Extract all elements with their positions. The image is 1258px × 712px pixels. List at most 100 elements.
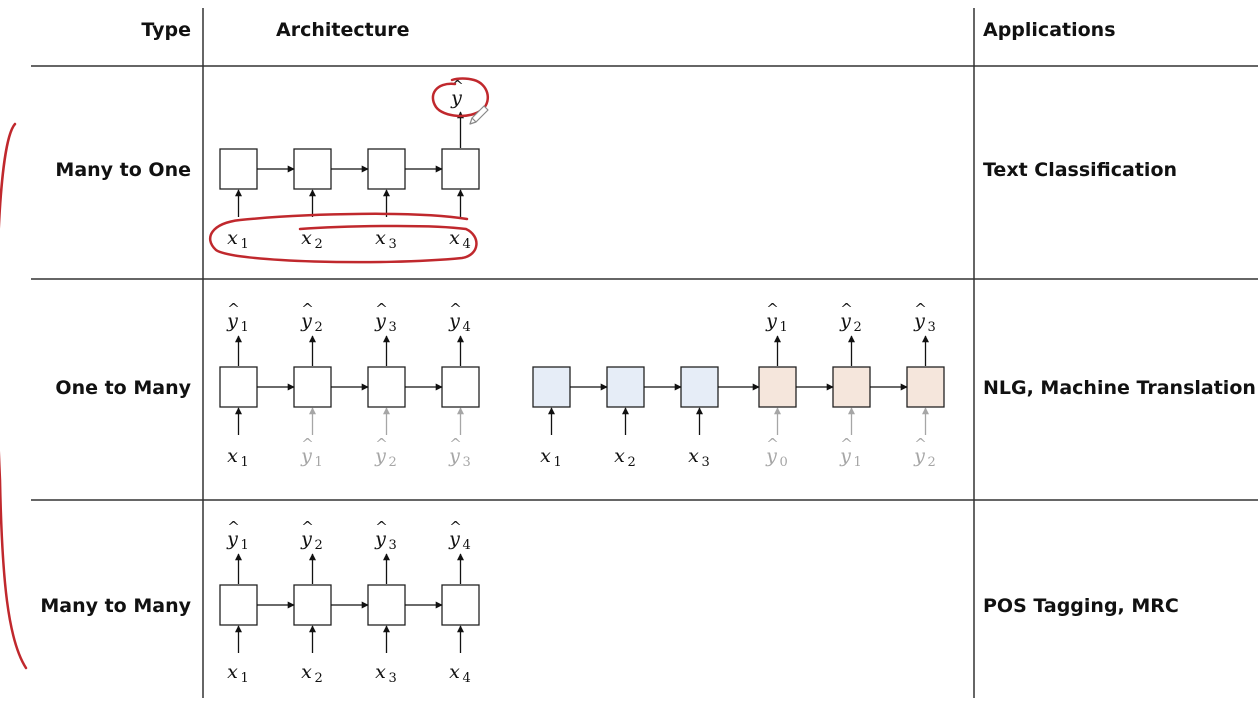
rnn-cell bbox=[293, 366, 332, 408]
output-label-subscript: 2 bbox=[854, 320, 862, 335]
rnn-cell bbox=[367, 148, 406, 190]
input-label: x bbox=[614, 445, 625, 467]
input-label-subscript: 1 bbox=[241, 671, 249, 686]
rnn-cell bbox=[532, 366, 571, 408]
row-type-one-to-many: One to Many bbox=[55, 377, 191, 399]
output-label: y bbox=[300, 528, 312, 550]
input-label-hat: ^ bbox=[301, 435, 314, 453]
rnn-cell bbox=[367, 584, 406, 626]
output-label-hat: ^ bbox=[301, 300, 314, 318]
input-label-subscript: 3 bbox=[389, 237, 397, 252]
output-label-subscript: 3 bbox=[389, 320, 397, 335]
output-label: y bbox=[300, 310, 312, 332]
input-label: x bbox=[688, 445, 699, 467]
rnn-cell bbox=[441, 148, 480, 190]
input-label-subscript: 1 bbox=[554, 455, 562, 470]
output-label-subscript: 4 bbox=[463, 538, 471, 553]
header-applications: Applications bbox=[983, 19, 1116, 41]
input-label-hat: ^ bbox=[914, 435, 927, 453]
input-label: x bbox=[375, 227, 386, 249]
input-label: y bbox=[839, 445, 851, 467]
rnn-cell bbox=[680, 366, 719, 408]
input-label: x bbox=[375, 661, 386, 683]
rnn-cell bbox=[293, 148, 332, 190]
output-label-hat: ^ bbox=[914, 300, 927, 318]
rnn-cell bbox=[758, 366, 797, 408]
rnn-cell bbox=[832, 366, 871, 408]
input-label-subscript: 4 bbox=[463, 237, 471, 252]
row-type-many-to-one: Many to One bbox=[55, 159, 191, 181]
annotation-bracket-left bbox=[0, 122, 28, 670]
rnn-cell bbox=[219, 584, 258, 626]
output-label: y bbox=[374, 310, 386, 332]
input-label-subscript: 1 bbox=[241, 455, 249, 470]
output-label: y bbox=[839, 310, 851, 332]
output-label-hat: ^ bbox=[227, 300, 240, 318]
output-label-hat: ^ bbox=[375, 518, 388, 536]
input-label-subscript: 0 bbox=[780, 455, 788, 470]
rnn-cell bbox=[606, 366, 645, 408]
input-label-subscript: 3 bbox=[389, 671, 397, 686]
row-app-one-to-many: NLG, Machine Translation bbox=[983, 377, 1256, 399]
input-label: x bbox=[301, 661, 312, 683]
table-grid bbox=[31, 8, 1258, 698]
output-label: y bbox=[226, 528, 238, 550]
pen-cursor-icon bbox=[469, 105, 489, 125]
annotation-circle-inputs bbox=[209, 212, 478, 264]
output-label-hat: ^ bbox=[301, 518, 314, 536]
output-label-subscript: 2 bbox=[315, 320, 323, 335]
input-label-subscript: 3 bbox=[702, 455, 710, 470]
input-label: x bbox=[227, 445, 238, 467]
input-label-subscript: 2 bbox=[928, 455, 936, 470]
input-label: x bbox=[227, 227, 238, 249]
input-label: y bbox=[448, 445, 460, 467]
input-label: x bbox=[227, 661, 238, 683]
output-label-hat: ^ bbox=[375, 300, 388, 318]
input-label-subscript: 4 bbox=[463, 671, 471, 686]
input-label-subscript: 2 bbox=[315, 237, 323, 252]
input-label-subscript: 1 bbox=[854, 455, 862, 470]
input-label-hat: ^ bbox=[449, 435, 462, 453]
rnn-cell bbox=[906, 366, 945, 408]
input-label: y bbox=[300, 445, 312, 467]
output-label-hat: ^ bbox=[227, 518, 240, 536]
input-label: y bbox=[765, 445, 777, 467]
output-label-subscript: 3 bbox=[389, 538, 397, 553]
row-app-many-to-one: Text Classification bbox=[983, 159, 1177, 181]
input-label-hat: ^ bbox=[375, 435, 388, 453]
output-label-subscript: 1 bbox=[780, 320, 788, 335]
red-annotations bbox=[0, 77, 490, 670]
input-label-subscript: 1 bbox=[315, 455, 323, 470]
output-label: y bbox=[448, 310, 460, 332]
input-label: y bbox=[374, 445, 386, 467]
output-label-hat: ^ bbox=[451, 77, 464, 95]
input-label: x bbox=[449, 227, 460, 249]
output-label: y bbox=[765, 310, 777, 332]
output-label: y bbox=[448, 528, 460, 550]
rnn-cell bbox=[367, 366, 406, 408]
output-label-hat: ^ bbox=[449, 300, 462, 318]
output-label-subscript: 1 bbox=[241, 320, 249, 335]
output-label-subscript: 1 bbox=[241, 538, 249, 553]
input-label-subscript: 1 bbox=[241, 237, 249, 252]
output-label-subscript: 2 bbox=[315, 538, 323, 553]
input-label-subscript: 3 bbox=[463, 455, 471, 470]
rnn-cell bbox=[441, 366, 480, 408]
input-label-subscript: 2 bbox=[389, 455, 397, 470]
input-label: x bbox=[449, 661, 460, 683]
rnn-cell bbox=[293, 584, 332, 626]
input-label: y bbox=[913, 445, 925, 467]
output-label: y bbox=[226, 310, 238, 332]
rnn-cell bbox=[441, 584, 480, 626]
output-label-hat: ^ bbox=[449, 518, 462, 536]
output-label-hat: ^ bbox=[840, 300, 853, 318]
input-label-subscript: 2 bbox=[315, 671, 323, 686]
output-label-subscript: 3 bbox=[928, 320, 936, 335]
input-label: x bbox=[301, 227, 312, 249]
